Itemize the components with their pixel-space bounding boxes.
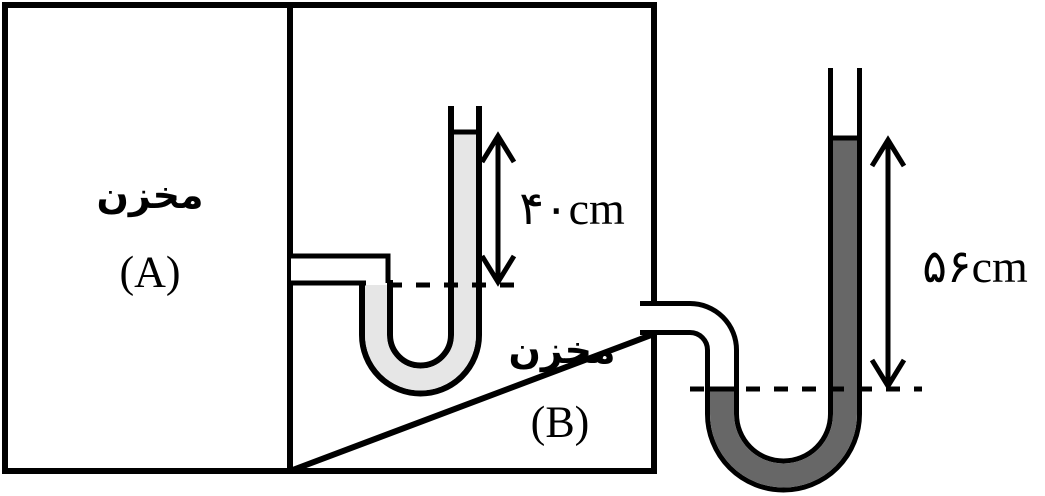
manometer-1-height-label: ۴۰cm [519,183,625,234]
reservoir-a-name: مخزن [96,173,204,217]
reservoir-b-label: (B) [530,397,590,447]
manometer-2 [638,66,922,493]
height-arrow-2 [869,135,907,391]
reservoir-a-box [2,2,293,474]
reservoir-b-name: مخزن [508,328,616,372]
manometer-2-liquid [710,140,857,488]
manometer-2-height-label: ۵۶cm [922,241,1028,292]
height-arrow-1 [479,131,517,287]
reservoir-a-label: (A) [119,247,181,297]
manometer-1 [290,106,520,397]
manometer-1-liquid [365,134,476,391]
pipe-a-to-manometer [291,258,387,282]
reservoir-b-box [288,2,657,474]
